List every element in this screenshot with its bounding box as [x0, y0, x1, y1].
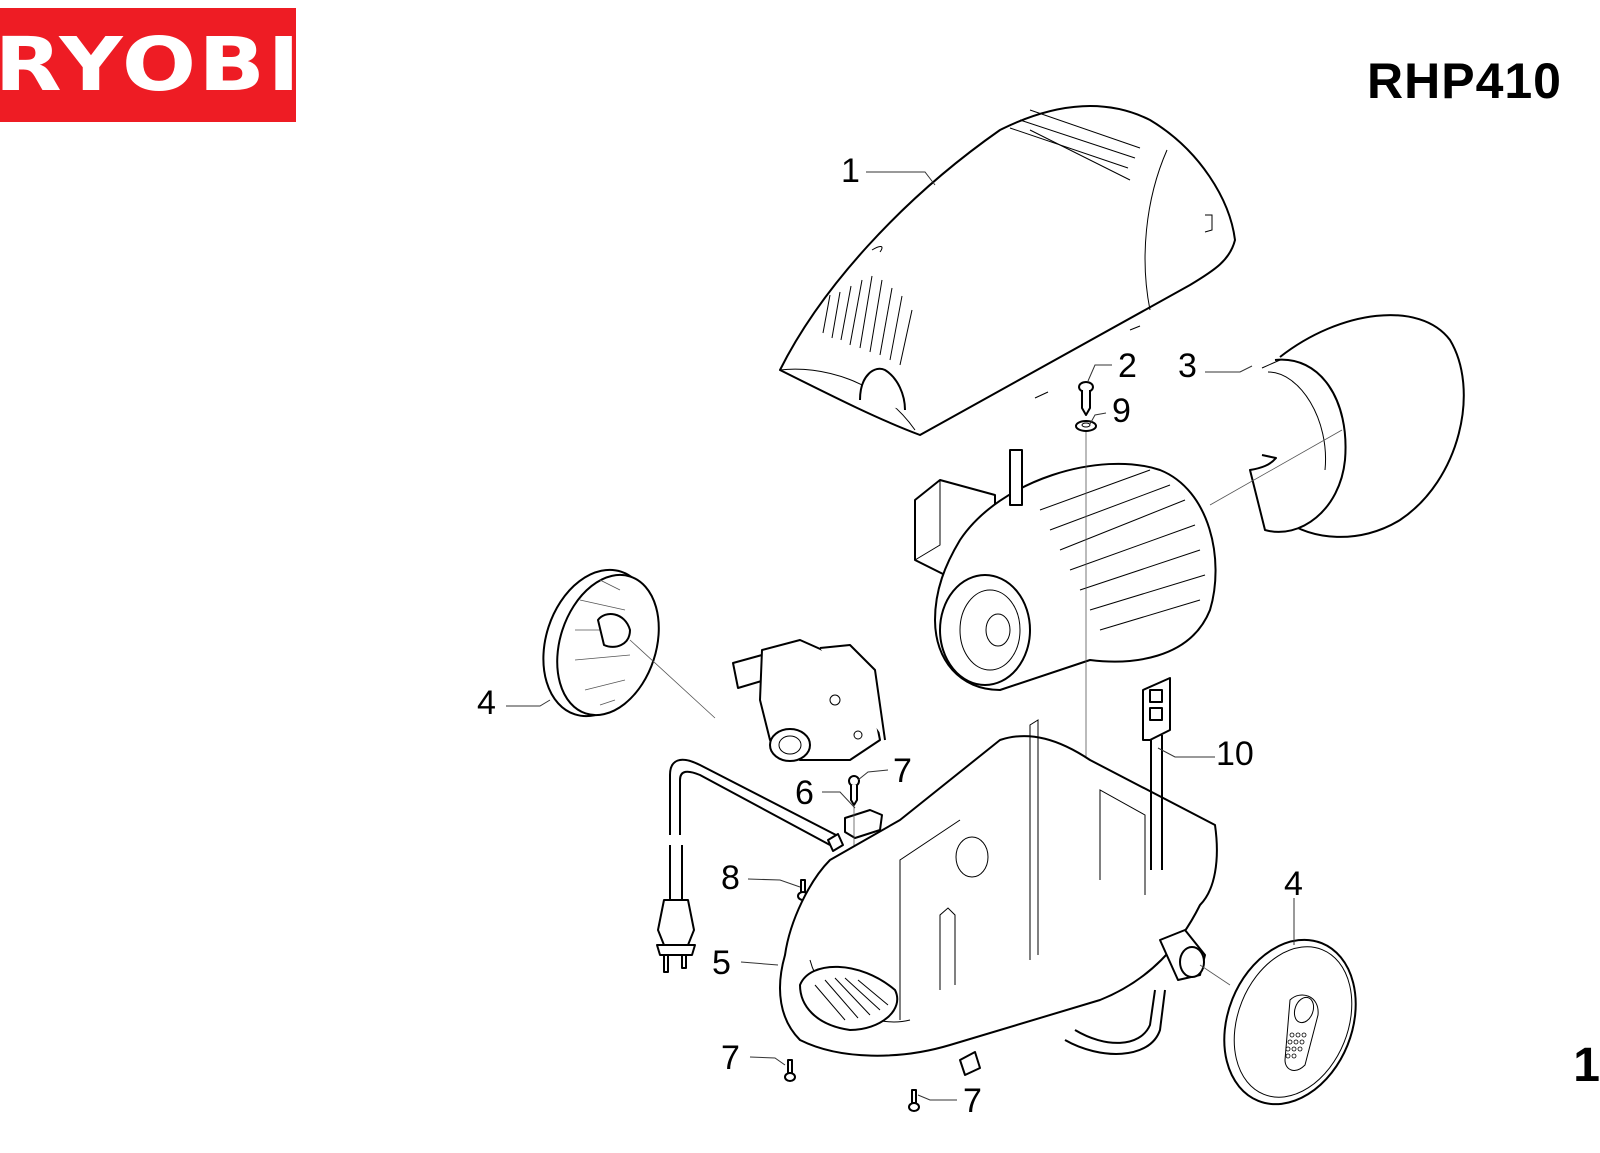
callout-7-bottom-right: 7	[963, 1082, 982, 1120]
screw-part-2	[1078, 381, 1094, 416]
base-housing-part-5	[779, 719, 1231, 1076]
wheel-left-part-4	[542, 568, 716, 719]
screw-part-7-bottom-right	[908, 1089, 920, 1112]
leader-lines	[506, 171, 1295, 1101]
motor-end-cap-part-3	[1209, 314, 1465, 538]
callout-3: 3	[1178, 347, 1197, 385]
callout-4-right: 4	[1284, 865, 1303, 903]
pump-head	[732, 639, 886, 762]
power-cable	[656, 758, 844, 973]
callout-9: 9	[1112, 392, 1131, 430]
washer-part-9	[1075, 420, 1097, 432]
callout-7-top: 7	[893, 752, 912, 790]
callout-7-bottom-left: 7	[721, 1039, 740, 1077]
brand-name: RYOBI	[0, 22, 302, 108]
motor-assembly	[914, 432, 1217, 829]
callout-1: 1	[841, 152, 860, 190]
page-number: 1	[1573, 1039, 1600, 1092]
callout-10: 10	[1216, 735, 1254, 773]
ryobi-logo: RYOBI	[0, 8, 299, 122]
callout-2: 2	[1118, 347, 1137, 385]
top-cover-part	[779, 105, 1236, 436]
callout-6: 6	[795, 774, 814, 812]
callout-labels: 1 2 3 9 4 7 6 10 8 4 5 7 7	[477, 152, 1303, 1120]
callout-4-left: 4	[477, 684, 496, 722]
switch-plate-part-10	[1142, 677, 1171, 870]
wheel-right-part-4	[1223, 938, 1357, 1106]
callout-8: 8	[721, 859, 740, 897]
screw-part-7-bottom-left	[784, 1059, 796, 1082]
model-number: RHP410	[1367, 53, 1562, 109]
callout-5: 5	[712, 944, 731, 982]
